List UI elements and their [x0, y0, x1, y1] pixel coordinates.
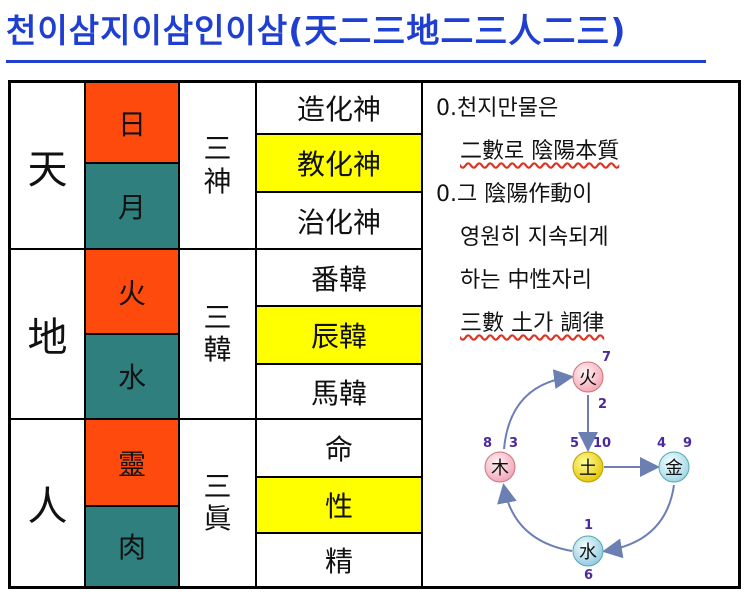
- node-water-num-top: 1: [584, 518, 593, 533]
- item-nature: 性: [257, 478, 421, 532]
- arrow-metal-to-water: [602, 484, 675, 559]
- group-three-truths-bottom: 眞: [203, 502, 232, 535]
- note-line-4: 영원히 지속되게: [460, 225, 609, 250]
- realm-earth: 地: [27, 315, 68, 361]
- main-table: [8, 80, 741, 589]
- note-line-3: 0.그 陰陽作動이: [436, 182, 593, 207]
- node-wood-label: 木: [491, 458, 509, 479]
- divider-col4: [421, 83, 423, 586]
- divider-elem2: [86, 333, 178, 335]
- node-earth: 土 5 10: [570, 436, 611, 483]
- node-wood-num-b: 3: [509, 436, 518, 451]
- realm-human: 人: [27, 484, 68, 530]
- element-sun: 日: [86, 83, 178, 163]
- element-fire: 火: [86, 250, 178, 334]
- item-governing-god: 治化神: [296, 205, 381, 239]
- node-fire-label: 火: [579, 368, 597, 389]
- note-line-1: 0.천지만물은: [436, 96, 559, 121]
- element-flesh: 肉: [86, 506, 178, 586]
- node-earth-num-a: 5: [570, 436, 579, 451]
- group-three-truths: 三 眞: [180, 420, 255, 586]
- title-underline: [6, 60, 706, 63]
- node-earth-num-b: 10: [593, 436, 611, 451]
- element-spirit: 靈: [86, 420, 178, 506]
- divider-col2: [178, 83, 180, 586]
- divider-col3: [255, 83, 257, 586]
- node-water-num-bottom: 6: [584, 568, 593, 583]
- arrow-water-to-wood: [497, 483, 573, 552]
- divider-row2: [11, 418, 421, 420]
- node-fire: 火 7 2: [572, 350, 611, 412]
- node-metal: 金 4 9: [657, 436, 692, 483]
- node-fire-num-bottom: 2: [598, 397, 607, 412]
- group-three-han-top: 三: [203, 300, 232, 334]
- note-line-6: 三數 土가 調律: [460, 311, 605, 336]
- group-three-han-bottom: 韓: [203, 333, 232, 366]
- divider-item1: [257, 133, 421, 135]
- item-essence: 精: [324, 545, 353, 578]
- item-jin-han: 辰韓: [257, 307, 421, 363]
- divider-elem1: [86, 162, 178, 164]
- group-three-han: 三 韓: [180, 250, 255, 418]
- divider-elem3: [86, 505, 178, 507]
- group-three-gods: 三 神: [180, 83, 255, 248]
- five-elements-diagram: 火 7 2 木 8 3 土 5 10 金 4 9 水 1 6: [483, 350, 692, 583]
- node-water: 水 1 6: [572, 518, 604, 583]
- item-beon-han: 番韓: [310, 262, 367, 296]
- divider-item6: [257, 532, 421, 534]
- group-three-gods-top: 三: [203, 132, 232, 166]
- node-fire-num-top: 7: [602, 350, 611, 365]
- item-ma-han: 馬韓: [310, 376, 367, 410]
- node-wood-num-a: 8: [483, 436, 492, 451]
- element-water: 水: [86, 334, 178, 418]
- node-earth-label: 土: [579, 458, 597, 479]
- item-life: 命: [324, 433, 353, 466]
- note-line-2: 二數로 陰陽本質: [460, 139, 620, 164]
- page-title: 천이삼지이삼인이삼(天二三地二三人二三): [6, 11, 627, 50]
- divider-item2: [257, 191, 421, 193]
- node-metal-num-a: 4: [657, 436, 666, 451]
- node-metal-num-b: 9: [683, 436, 692, 451]
- item-creation-god: 造化神: [296, 93, 381, 126]
- group-three-gods-bottom: 神: [203, 164, 232, 198]
- divider-row1: [11, 248, 421, 250]
- arrow-wood-to-fire: [503, 369, 574, 450]
- group-three-truths-top: 三: [203, 469, 232, 503]
- node-water-label: 水: [579, 542, 597, 563]
- divider-item4: [257, 363, 421, 365]
- note-line-5: 하는 中性자리: [460, 268, 592, 293]
- node-metal-label: 金: [665, 458, 683, 479]
- item-teaching-god: 教化神: [257, 135, 421, 191]
- divider-item3: [257, 305, 421, 307]
- node-wood: 木 8 3: [483, 436, 518, 483]
- divider-item5: [257, 476, 421, 478]
- realm-heaven: 天: [27, 146, 68, 193]
- element-moon: 月: [86, 163, 178, 248]
- divider-col1: [84, 83, 86, 586]
